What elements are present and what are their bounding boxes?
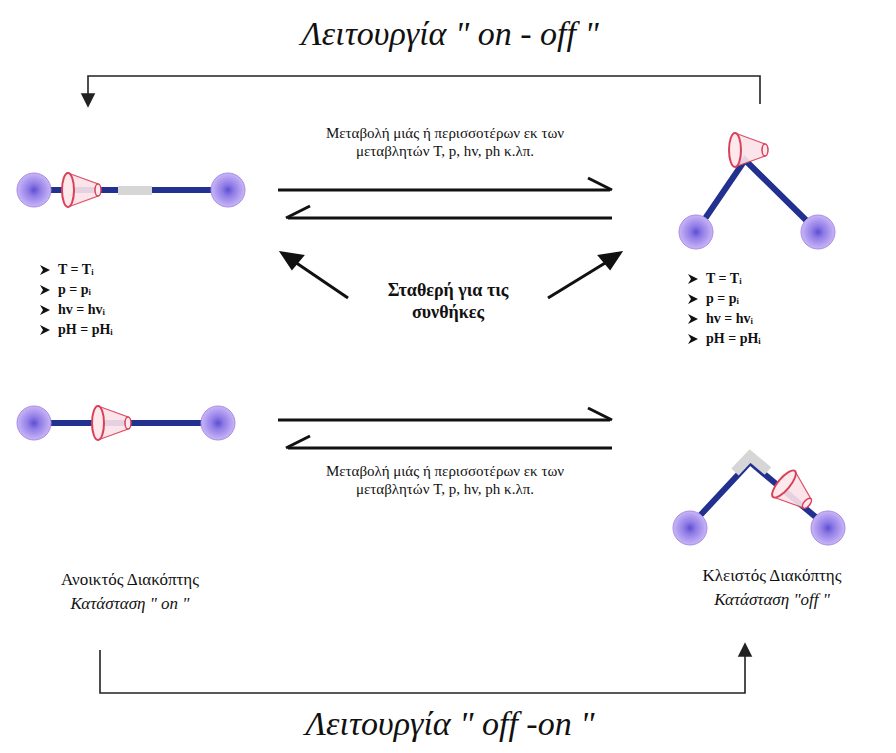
condition: T = Tᵢ	[58, 262, 218, 279]
rotaxane-open-1	[17, 173, 245, 207]
state-label: Κατάσταση "off "	[662, 590, 882, 610]
on-off-bracket	[82, 76, 760, 106]
rotaxane-open-2	[17, 406, 235, 440]
change-note: Μεταβολή μιάς ή περισσοτέρων εκ των μετα…	[295, 462, 595, 498]
change-note: Μεταβολή μιάς ή περισσοτέρων εκ των μετα…	[295, 124, 595, 160]
state-name: Ανοικτός Διακόπτης	[20, 570, 240, 590]
rotaxane-closed-2	[673, 456, 845, 545]
condition: pH = pHᵢ	[706, 331, 866, 348]
condition: T = Tᵢ	[706, 271, 866, 288]
equilibrium-arrows	[278, 178, 612, 448]
bullets	[40, 265, 698, 344]
condition: p = pᵢ	[58, 282, 218, 299]
condition: hv = hvᵢ	[58, 302, 218, 319]
condition: hv = hvᵢ	[706, 311, 866, 328]
state-name: Κλειστός Διακόπτης	[662, 566, 882, 586]
function-title: Λειτουργία " on - off "	[190, 14, 710, 55]
rotaxane-closed-1	[679, 133, 835, 249]
condition: pH = pHᵢ	[58, 322, 218, 339]
state-label: Κατάσταση " on "	[20, 594, 240, 614]
off-on-bracket	[100, 644, 751, 693]
function-title: Λειτουργία " off -on "	[190, 704, 710, 745]
condition: p = pᵢ	[706, 291, 866, 308]
constant-note: Σταθερή για τις συνθήκες	[358, 280, 538, 323]
